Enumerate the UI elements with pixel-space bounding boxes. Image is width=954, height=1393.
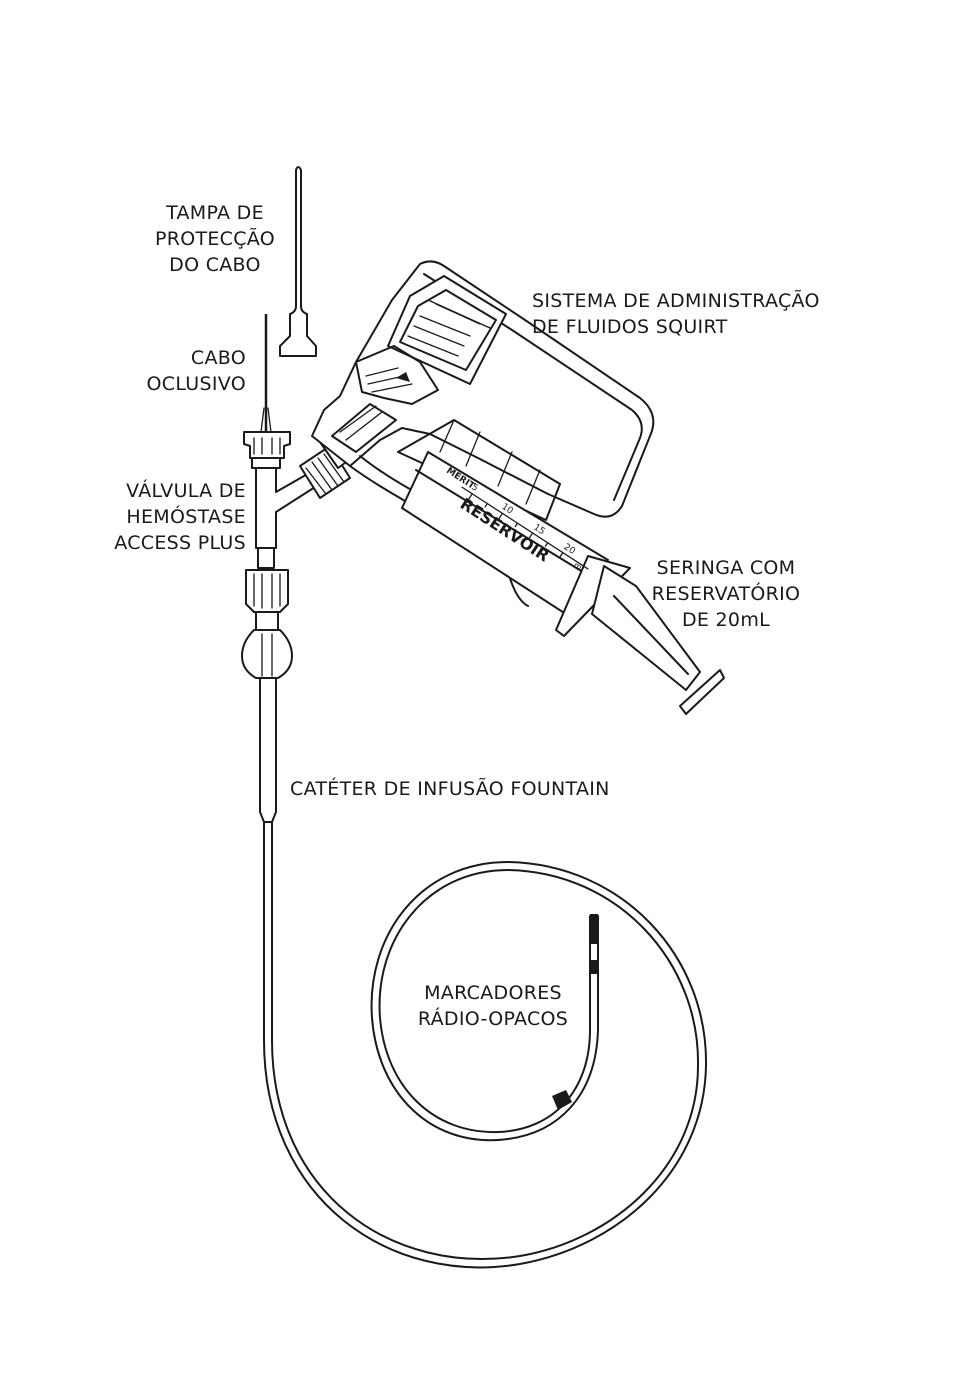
cap-label-line1: TAMPA DE [140, 200, 290, 226]
catheter-label: CATÉTER DE INFUSÃO FOUNTAIN [290, 776, 650, 802]
cap-label-line3: DO CABO [140, 252, 290, 278]
squirt-label-line1: SISTEMA DE ADMINISTRAÇÃO [532, 288, 862, 314]
markers-label-line1: MARCADORES [400, 980, 586, 1006]
wire-label-line2: OCLUSIVO [100, 371, 246, 397]
syringe-label-line2: RESERVATÓRIO [636, 581, 816, 607]
markers-label-line2: RÁDIO-OPACOS [400, 1006, 586, 1032]
occlusive-wire [260, 314, 272, 440]
wire-label-line1: CABO [100, 345, 246, 371]
syringe-label-line1: SERINGA COM [636, 555, 816, 581]
cap-label-line2: PROTECÇÃO [140, 226, 290, 252]
protective-cap-label: TAMPA DE PROTECÇÃO DO CABO [140, 200, 290, 278]
syringe-label: SERINGA COM RESERVATÓRIO DE 20mL [636, 555, 816, 633]
valve-label-line3: ACCESS PLUS [80, 530, 246, 556]
squirt-label-line2: DE FLUIDOS SQUIRT [532, 314, 862, 340]
hemostasis-valve [242, 428, 360, 678]
occlusive-wire-label: CABO OCLUSIVO [100, 345, 246, 397]
catheter-shaft [260, 678, 706, 1267]
radiopaque-markers-label: MARCADORES RÁDIO-OPACOS [400, 980, 586, 1032]
hemostasis-valve-label: VÁLVULA DE HEMÓSTASE ACCESS PLUS [80, 478, 246, 556]
valve-label-line1: VÁLVULA DE [80, 478, 246, 504]
valve-label-line2: HEMÓSTASE [80, 504, 246, 530]
squirt-system-label: SISTEMA DE ADMINISTRAÇÃO DE FLUIDOS SQUI… [532, 288, 862, 340]
syringe-label-line3: DE 20mL [636, 607, 816, 633]
